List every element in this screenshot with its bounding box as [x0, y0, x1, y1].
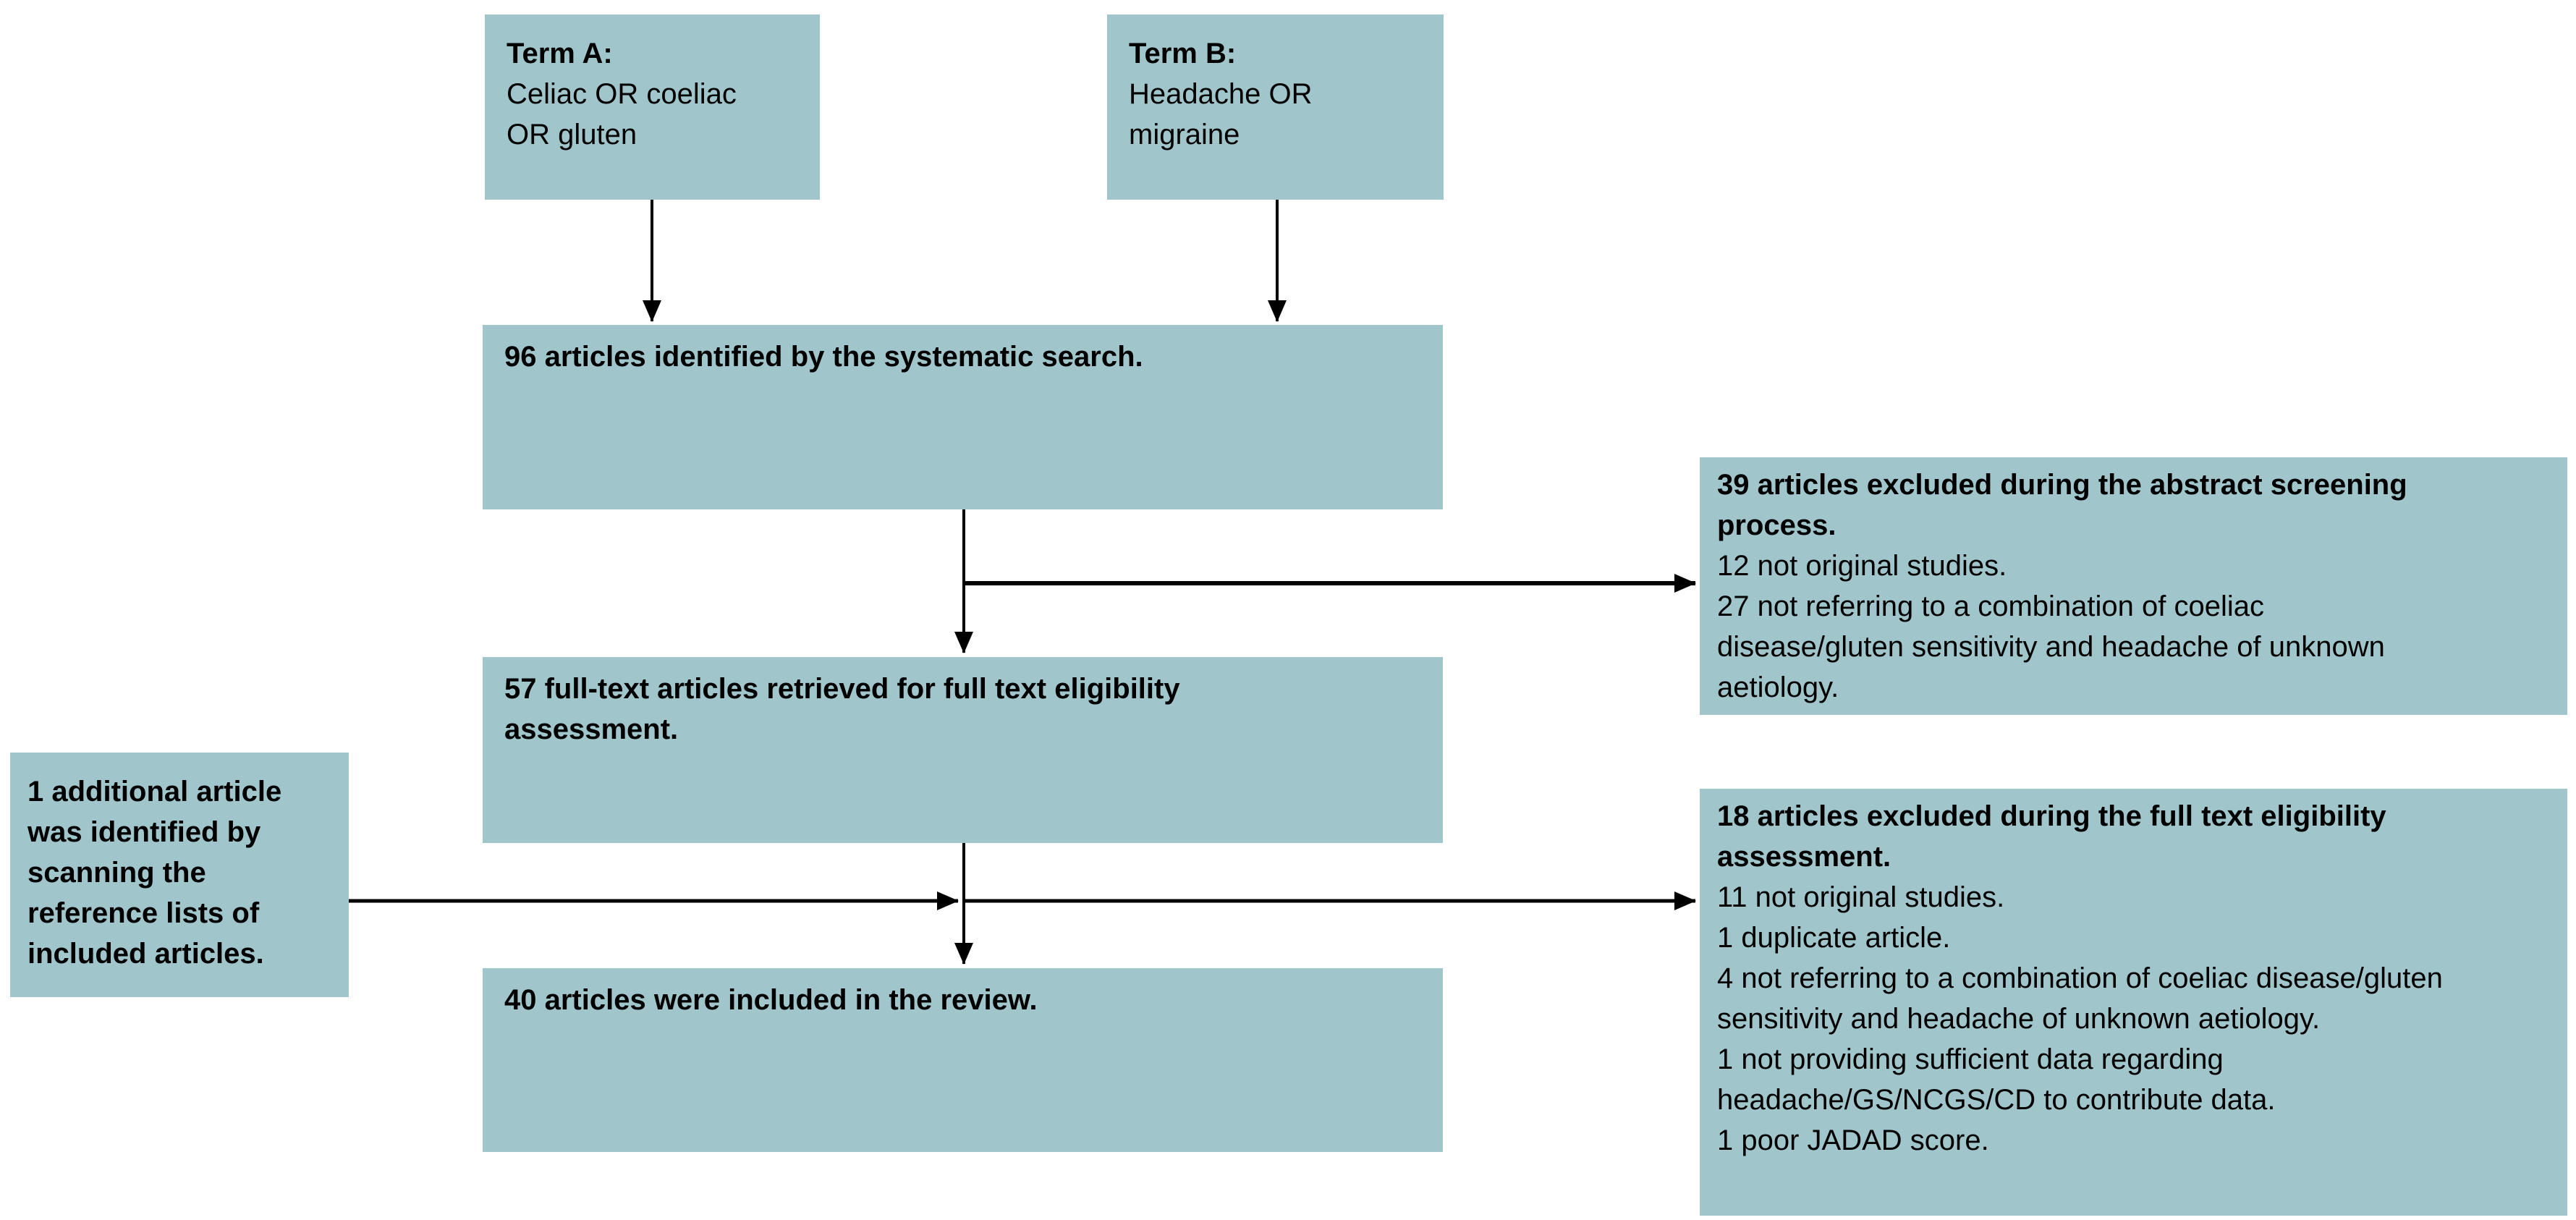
abstract-excluded-reason: 12 not original studies. [1717, 550, 2007, 582]
abstract-excluded-reason: 27 not referring to a combination of coe… [1717, 590, 2385, 703]
node-term-a-body: Celiac OR coeliac OR gluten [507, 78, 737, 151]
node-articles-included: 40 articles were included in the review. [483, 968, 1443, 1152]
node-articles-included-title: 40 articles were included in the review. [504, 984, 1038, 1016]
fulltext-excluded-reason: 11 not original studies. [1717, 881, 2005, 913]
node-term-b-body: Headache OR migraine [1129, 78, 1313, 151]
node-fulltext-eligibility-excluded: 18 articles excluded during the full tex… [1700, 789, 2567, 1216]
node-term-b-title: Term B: [1129, 38, 1237, 69]
node-fulltext-retrieved: 57 full-text articles retrieved for full… [483, 657, 1443, 843]
node-term-b: Term B: Headache OR migraine [1107, 14, 1444, 200]
node-articles-identified: 96 articles identified by the systematic… [483, 325, 1443, 509]
node-abstract-screening-excluded-title: 39 articles excluded during the abstract… [1717, 469, 2407, 541]
node-term-a-title: Term A: [507, 38, 613, 69]
fulltext-excluded-reason: 1 not providing sufficient data regardin… [1717, 1043, 2276, 1116]
fulltext-excluded-reason: 1 poor JADAD score. [1717, 1124, 1989, 1156]
node-fulltext-retrieved-title: 57 full-text articles retrieved for full… [504, 673, 1180, 745]
fulltext-excluded-reason: 1 duplicate article. [1717, 922, 1951, 954]
fulltext-excluded-reason: 4 not referring to a combination of coel… [1717, 962, 2443, 1035]
node-articles-identified-title: 96 articles identified by the systematic… [504, 341, 1143, 373]
node-additional-article: 1 additional article was identified by s… [10, 753, 349, 997]
node-term-a: Term A: Celiac OR coeliac OR gluten [485, 14, 820, 200]
node-fulltext-eligibility-excluded-title: 18 articles excluded during the full tex… [1717, 800, 2386, 873]
node-additional-article-title: 1 additional article was identified by s… [27, 776, 282, 970]
node-abstract-screening-excluded: 39 articles excluded during the abstract… [1700, 457, 2567, 715]
